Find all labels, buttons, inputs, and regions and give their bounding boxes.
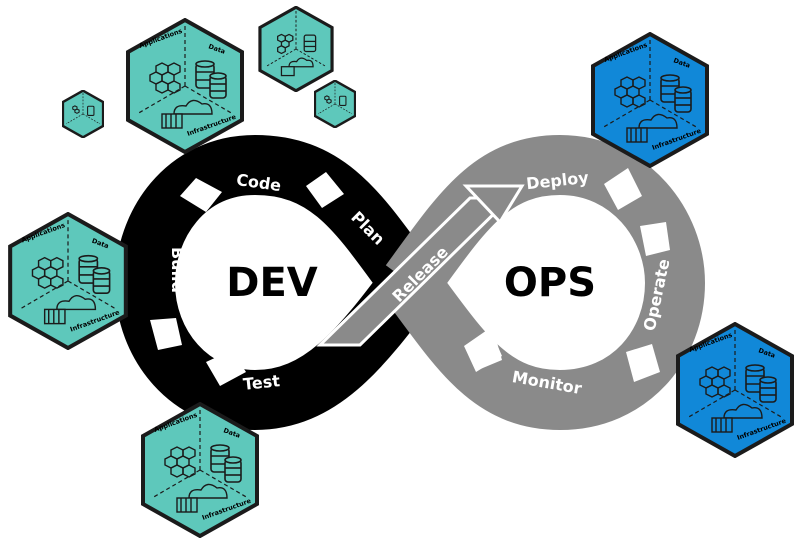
release-arrow-head — [462, 184, 525, 225]
hexagon-teal-left-tiny — [62, 90, 104, 138]
hexagon-infrastructure-icon — [43, 295, 97, 325]
hexagon-blue-bottom-right: Applications Data Infrastructure — [676, 322, 794, 458]
hexagon-database-icon — [339, 95, 347, 106]
hexagon-teal-left-mid: Applications Data Infrastructure — [8, 212, 128, 350]
hexagon-teal-top-right-small — [258, 6, 334, 92]
hexagon-apps-icon — [699, 366, 731, 398]
hexagon-apps-icon — [277, 33, 294, 55]
hexagon-infrastructure-icon — [161, 99, 213, 129]
hexagon-graphic — [314, 80, 356, 128]
hexagon-infrastructure-icon — [280, 57, 314, 77]
hexagon-database-icon — [78, 254, 111, 294]
hexagon-apps-icon — [72, 105, 80, 114]
ops-title: OPS — [504, 260, 596, 306]
hexagon-database-icon — [195, 60, 227, 99]
hexagon-graphic: Applications Data Infrastructure — [591, 32, 709, 168]
hexagon-database-icon — [745, 364, 777, 403]
stage-test: Test — [242, 371, 281, 394]
hexagon-infrastructure-icon — [176, 483, 228, 513]
hexagon-database-icon — [303, 34, 317, 53]
hexagon-graphic — [258, 6, 334, 92]
stage-build: Build — [168, 247, 187, 293]
hexagon-graphic: Applications Data Infrastructure — [126, 18, 244, 154]
hexagon-infrastructure-icon — [711, 403, 763, 433]
hexagon-apps-icon — [31, 256, 64, 289]
hexagon-teal-bottom: Applications Data Infrastructure — [140, 402, 260, 538]
dev-inner-circle — [198, 213, 338, 353]
hexagon-database-icon — [87, 105, 95, 116]
hexagon-database-icon — [210, 444, 242, 483]
dev-title: DEV — [226, 260, 318, 306]
hexagon-apps-icon — [614, 76, 646, 108]
hexagon-graphic: Applications Data Infrastructure — [141, 402, 259, 538]
dev-loop-ring — [114, 134, 435, 431]
hexagon-blue-top-right: Applications Data Infrastructure — [590, 32, 710, 168]
ops-loop-ring — [385, 134, 706, 431]
hexagon-apps-icon — [164, 446, 196, 478]
hexagon-database-icon — [660, 74, 692, 113]
hexagon-graphic: Applications Data Infrastructure — [8, 212, 128, 350]
hexagon-apps-icon — [149, 62, 181, 94]
hexagon-infrastructure-icon — [626, 113, 678, 143]
hexagon-teal-top-center: Applications Data Infrastructure — [126, 18, 244, 154]
hexagon-teal-right-tiny — [314, 80, 356, 128]
hexagon-graphic — [62, 90, 104, 138]
ops-inner-circle — [480, 213, 620, 353]
hexagon-apps-icon — [324, 95, 332, 104]
ops-loop-arrows — [470, 168, 670, 382]
hexagon-graphic: Applications Data Infrastructure — [676, 322, 794, 458]
